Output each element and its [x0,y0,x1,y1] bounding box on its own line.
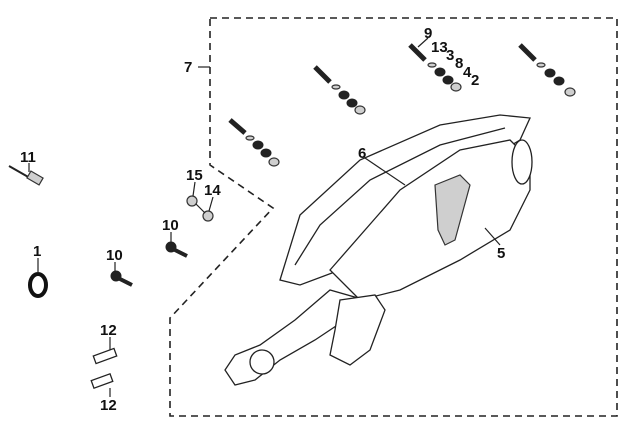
bolt-set-4[interactable] [228,118,280,167]
part-12-clamp-a[interactable] [92,347,118,365]
part-10-bolt-b[interactable] [165,241,188,258]
callout-15: 15 [186,167,203,184]
pipe-bracket [329,294,386,366]
callout-8: 8 [455,55,463,72]
callout-2: 2 [471,72,479,89]
bolt-set-3[interactable] [518,43,576,97]
callout-10a: 10 [106,247,123,264]
callout-6: 6 [358,145,366,162]
leader-lines [28,37,501,397]
bolt-set-1[interactable] [408,43,462,92]
muffler-assembly[interactable] [224,114,533,386]
callout-13: 13 [431,39,448,56]
part-14-washer[interactable] [202,210,214,222]
part-1-gasket[interactable] [28,272,48,298]
callout-9: 9 [424,25,432,42]
callout-11: 11 [20,149,36,166]
muffler-outlet [511,139,533,185]
bolt-set-2[interactable] [313,65,366,115]
part-15-washer[interactable] [186,195,198,207]
callout-3: 3 [446,47,454,64]
callout-14: 14 [204,182,221,199]
callout-10b: 10 [162,217,179,234]
part-10-bolt-a[interactable] [110,270,133,287]
callout-12b: 12 [100,397,117,414]
muffler-body [329,139,531,301]
callout-4: 4 [463,64,472,81]
part-11-sensor[interactable] [8,165,44,186]
mount-bracket [434,174,471,246]
part-12-clamp-b[interactable] [90,372,114,390]
callout-5: 5 [497,245,505,262]
assembly-boundary [169,17,618,417]
callout-1: 1 [33,243,41,260]
callout-7: 7 [184,59,192,76]
exhaust-flange [249,349,275,375]
callout-12a: 12 [100,322,117,339]
